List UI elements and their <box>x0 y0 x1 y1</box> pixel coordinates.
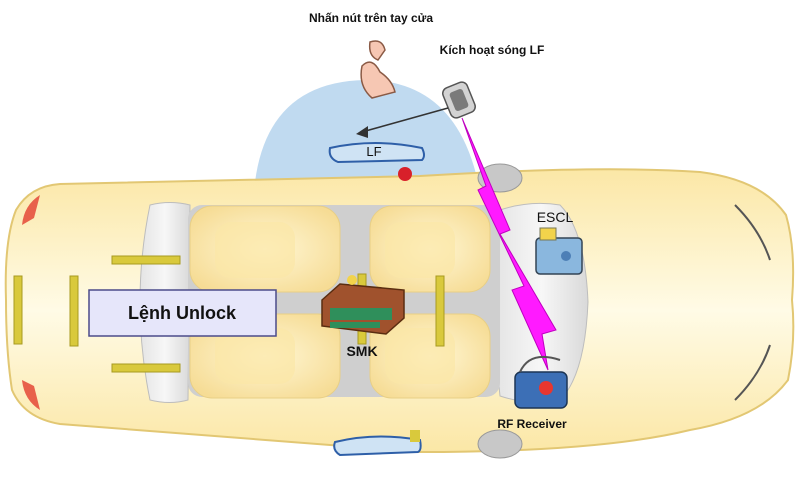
finger-press-icon <box>360 40 396 99</box>
label-rf-receiver: RF Receiver <box>497 417 567 431</box>
front-door-handle-bottom <box>333 430 422 457</box>
escl-unit <box>535 227 583 275</box>
label-unlock-command: Lệnh Unlock <box>128 303 237 323</box>
lf-wave-arrow <box>356 107 449 138</box>
rf-receiver-unit <box>514 356 568 409</box>
smart-key-fob-icon <box>442 81 476 119</box>
label-escl: ESCL <box>537 209 574 225</box>
smk-unit <box>321 275 405 335</box>
unlock-command-box <box>88 289 277 337</box>
label-smk: SMK <box>346 343 377 359</box>
rf-signal-bolt <box>461 117 557 371</box>
label-press-handle: Nhấn nút trên tay cửa <box>309 11 433 25</box>
front-door-handle-top <box>328 142 425 181</box>
label-activate-lf: Kích hoạt sóng LF <box>440 43 545 57</box>
label-lf: LF <box>366 144 381 159</box>
